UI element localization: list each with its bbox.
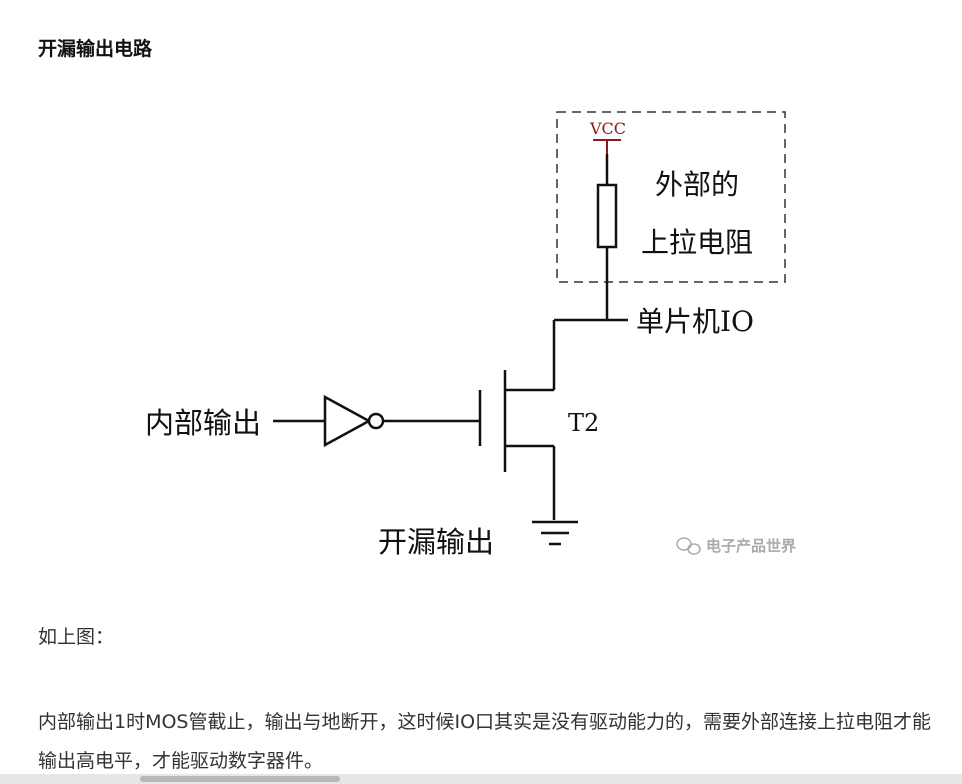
section-heading: 开漏输出电路 (38, 38, 153, 60)
horizontal-scrollbar[interactable] (0, 774, 962, 784)
external-box-label-line1: 外部的 (655, 168, 739, 201)
scrollbar-thumb[interactable] (140, 776, 340, 782)
inverter-triangle (323, 394, 372, 448)
vcc-label: VCC (589, 119, 626, 138)
mcu-io-label: 单片机IO (636, 305, 754, 338)
inverter-bubble (367, 412, 385, 430)
paragraph-intro: 如上图： (38, 626, 115, 648)
internal-output-label: 内部输出 (145, 406, 261, 440)
open-drain-circuit-diagram: VCC 外部的 上拉电阻 单片机IO T2 内部输出 (0, 90, 962, 600)
external-box-label-line2: 上拉电阻 (641, 226, 753, 259)
open-drain-label: 开漏输出 (378, 525, 494, 559)
external-pullup-box (556, 111, 786, 283)
pullup-resistor (596, 183, 618, 249)
paragraph-explanation: 内部输出1时MOS管截止，输出与地断开，这时候IO口其实是没有驱动能力的，需要外… (38, 711, 932, 772)
watermark-text: 电子产品世界 (706, 537, 796, 555)
circuit-svg: VCC 外部的 上拉电阻 单片机IO T2 内部输出 (145, 111, 796, 559)
transistor-label: T2 (568, 409, 599, 437)
wechat-icon (676, 537, 701, 555)
